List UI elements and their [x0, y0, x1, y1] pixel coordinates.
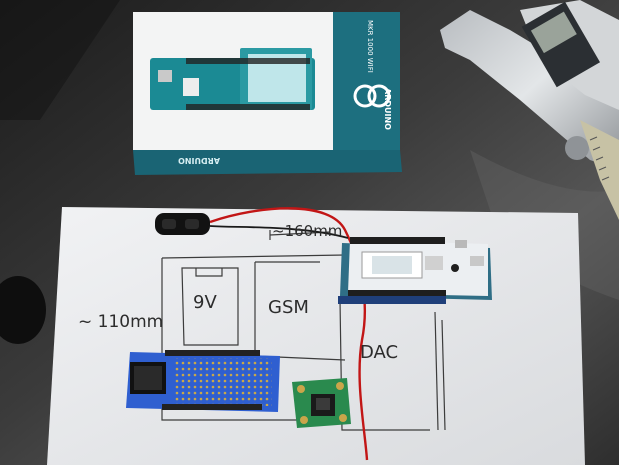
height-label: ~ 110mm: [78, 312, 164, 332]
box-side-text: MKR 1000 WIFI: [366, 20, 374, 73]
battery-label: 9V: [193, 292, 217, 313]
dac-label: DAC: [360, 342, 399, 363]
width-label: ~160mm: [272, 222, 343, 240]
proto-shield: [126, 350, 280, 412]
box-front-brand: ARDUINO: [178, 156, 220, 165]
arduino-box: MKR 1000 WIFI ARDUINO ARDUINO: [133, 12, 402, 175]
battery-snap: [155, 213, 210, 235]
breakout-board: [292, 378, 351, 428]
mkr-board: [338, 237, 492, 304]
gsm-label: GSM: [268, 297, 309, 318]
caliper: [440, 0, 619, 220]
black-object: [0, 276, 46, 344]
box-brand: ARDUINO: [383, 88, 392, 130]
